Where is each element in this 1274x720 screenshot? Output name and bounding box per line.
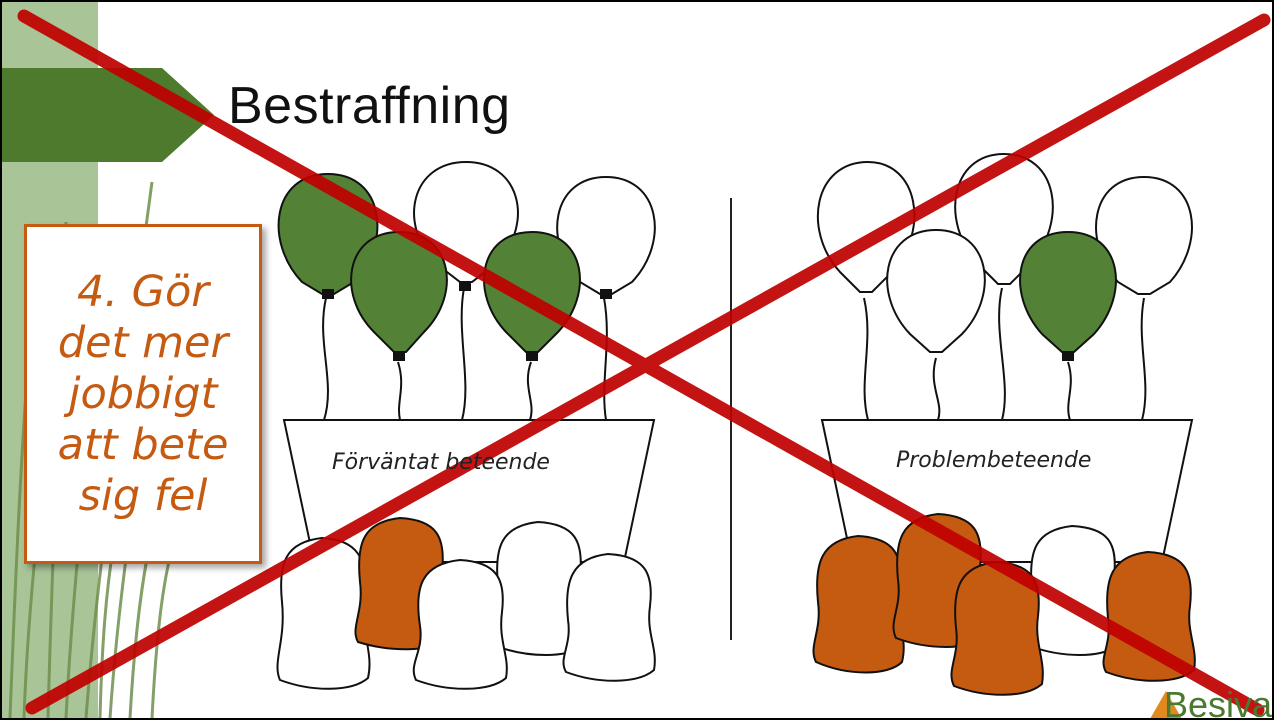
callout-line-3: jobbigt	[68, 368, 218, 419]
bag-filled	[812, 534, 905, 674]
right-balloons	[817, 152, 1193, 361]
callout-box: 4. Gör det mer jobbigt att bete sig fel	[24, 224, 262, 564]
callout-line-4: att bete	[57, 419, 229, 470]
slide-title: Bestraffning	[228, 77, 511, 135]
bag-filled	[1102, 550, 1196, 682]
bag-empty	[562, 552, 656, 682]
bag-empty	[412, 558, 508, 690]
balloon-empty	[556, 175, 656, 299]
balloon-filled	[1019, 230, 1117, 361]
balloon-strings	[322, 287, 1147, 421]
title-arrow-banner	[2, 68, 214, 162]
left-pot-label: Förväntat beteende	[332, 450, 550, 475]
bag-filled	[950, 560, 1044, 696]
callout-line-2: det mer	[57, 317, 229, 368]
logo-triangle-icon	[1150, 691, 1182, 718]
right-pot-label: Problembeteende	[896, 448, 1092, 473]
red-cross-out	[17, 9, 1271, 717]
brand-logo: Besiva	[1150, 684, 1273, 720]
left-bags	[276, 516, 656, 690]
logo-text: Besiva	[1164, 684, 1273, 720]
left-balloons	[277, 160, 656, 361]
bag-empty	[492, 520, 585, 656]
balloon-empty	[1095, 175, 1193, 295]
balloon-empty	[886, 228, 986, 353]
callout-line-5: sig fel	[78, 470, 208, 521]
callout-line-1: 4. Gör	[76, 266, 209, 317]
